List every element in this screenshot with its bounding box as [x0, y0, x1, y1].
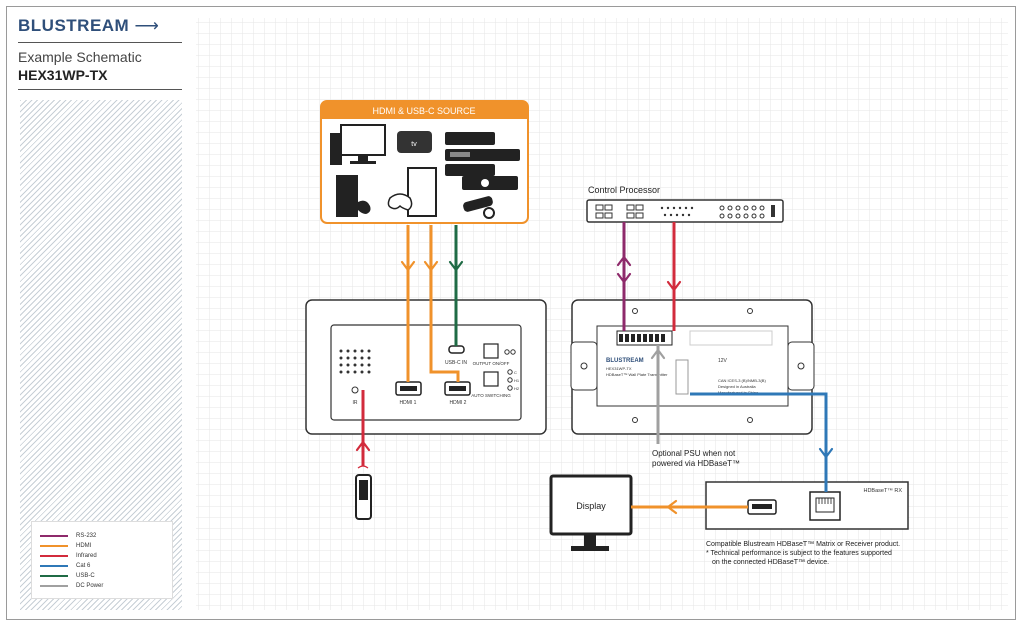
hdbaset-receiver: HDBaseT™ RX	[705, 481, 909, 530]
psu-note-line-1: Optional PSU when not	[652, 449, 736, 458]
security-camera-icon	[463, 196, 495, 219]
compat-note-line-2: * Technical performance is subject to th…	[706, 550, 892, 557]
rx-rj45-port	[809, 491, 841, 521]
brand-logo: BLUSTREAM ⟶	[18, 16, 160, 35]
playstation-icon	[336, 175, 371, 217]
legend-item-hdmi: HDMI	[40, 541, 91, 551]
receiver-label: HDBaseT™ RX	[863, 488, 902, 494]
legend-item-rs232: RS-232	[40, 531, 96, 541]
pc-monitor-icon	[330, 124, 386, 165]
indicator-c: C	[514, 370, 517, 375]
hdmi2-port-label: HDMI 2	[450, 400, 467, 406]
rear-description: HDBaseT™ Wall Plate Transmitter	[606, 372, 668, 377]
control-processor	[586, 199, 784, 223]
cable-legend: RS-232 HDMI Infrared Cat 6 USB-C DC Powe…	[31, 521, 173, 599]
apple-tv-icon: tv	[397, 131, 432, 153]
rear-voltage: 12V	[718, 358, 728, 364]
indicator-h1: H1	[514, 378, 520, 383]
set-top-box-icon	[445, 164, 518, 190]
schematic-subtitle: Example Schematic	[18, 49, 142, 65]
bluray-player-icon	[445, 132, 520, 161]
cable-cat6	[690, 392, 828, 492]
usbc-port-label: USB-C IN	[445, 360, 467, 366]
ir-remote-icon	[355, 465, 372, 520]
rear-cert: CAN ICES-3 (B)/NMB-3(B)	[718, 378, 766, 383]
hdmi1-port-label: HDMI 1	[400, 400, 417, 406]
source-title: HDMI & USB-C SOURCE	[372, 106, 475, 116]
auto-switch-label: AUTO SWITCHING	[471, 393, 511, 398]
output-button	[483, 343, 499, 359]
auto-switch-button	[483, 371, 499, 387]
rear-model: HEX31WP-TX	[606, 366, 632, 371]
output-button-label: OUTPUT ON/OFF	[473, 361, 510, 366]
svg-text:tv: tv	[411, 141, 417, 148]
xbox-icon	[387, 167, 437, 217]
display-monitor: Display	[549, 474, 633, 551]
speaker-grille	[339, 349, 371, 374]
display-label: Display	[576, 501, 606, 511]
usbc-port	[448, 345, 465, 354]
tx-rear-panel: BLUSTREAM HEX31WP-TX HDBaseT™ Wall Plate…	[570, 299, 815, 435]
compat-note-line-3: on the connected HDBaseT™ device.	[712, 559, 829, 566]
page-frame	[6, 6, 1016, 620]
rear-origin-1: Designed in Australia	[718, 384, 756, 389]
compat-note-line-1: Compatible Blustream HDBaseT™ Matrix or …	[706, 541, 900, 548]
sidebar: BLUSTREAM ⟶ Example Schematic HEX31WP-TX	[18, 16, 182, 96]
legend-item-usbc: USB-C	[40, 571, 95, 581]
ir-port	[351, 386, 359, 394]
tx-front-panel: IR HDMI 1 HDMI 2 USB-C IN OUTPUT ON/OFF …	[305, 299, 547, 435]
legend-item-infrared: Infrared	[40, 551, 97, 561]
legend-item-cat6: Cat 6	[40, 561, 90, 571]
psu-note-line-2: powered via HDBaseT™	[652, 459, 740, 468]
control-processor-label: Control Processor	[588, 185, 660, 195]
legend-item-dc-power: DC Power	[40, 581, 103, 591]
source-box: HDMI & USB-C SOURCE tv	[320, 100, 529, 224]
ir-port-label: IR	[353, 400, 358, 406]
rear-brand: BLUSTREAM	[606, 358, 644, 364]
indicator-h2: H2	[514, 386, 520, 391]
model-title: HEX31WP-TX	[18, 67, 108, 83]
cable-hdmi-2	[429, 225, 460, 382]
